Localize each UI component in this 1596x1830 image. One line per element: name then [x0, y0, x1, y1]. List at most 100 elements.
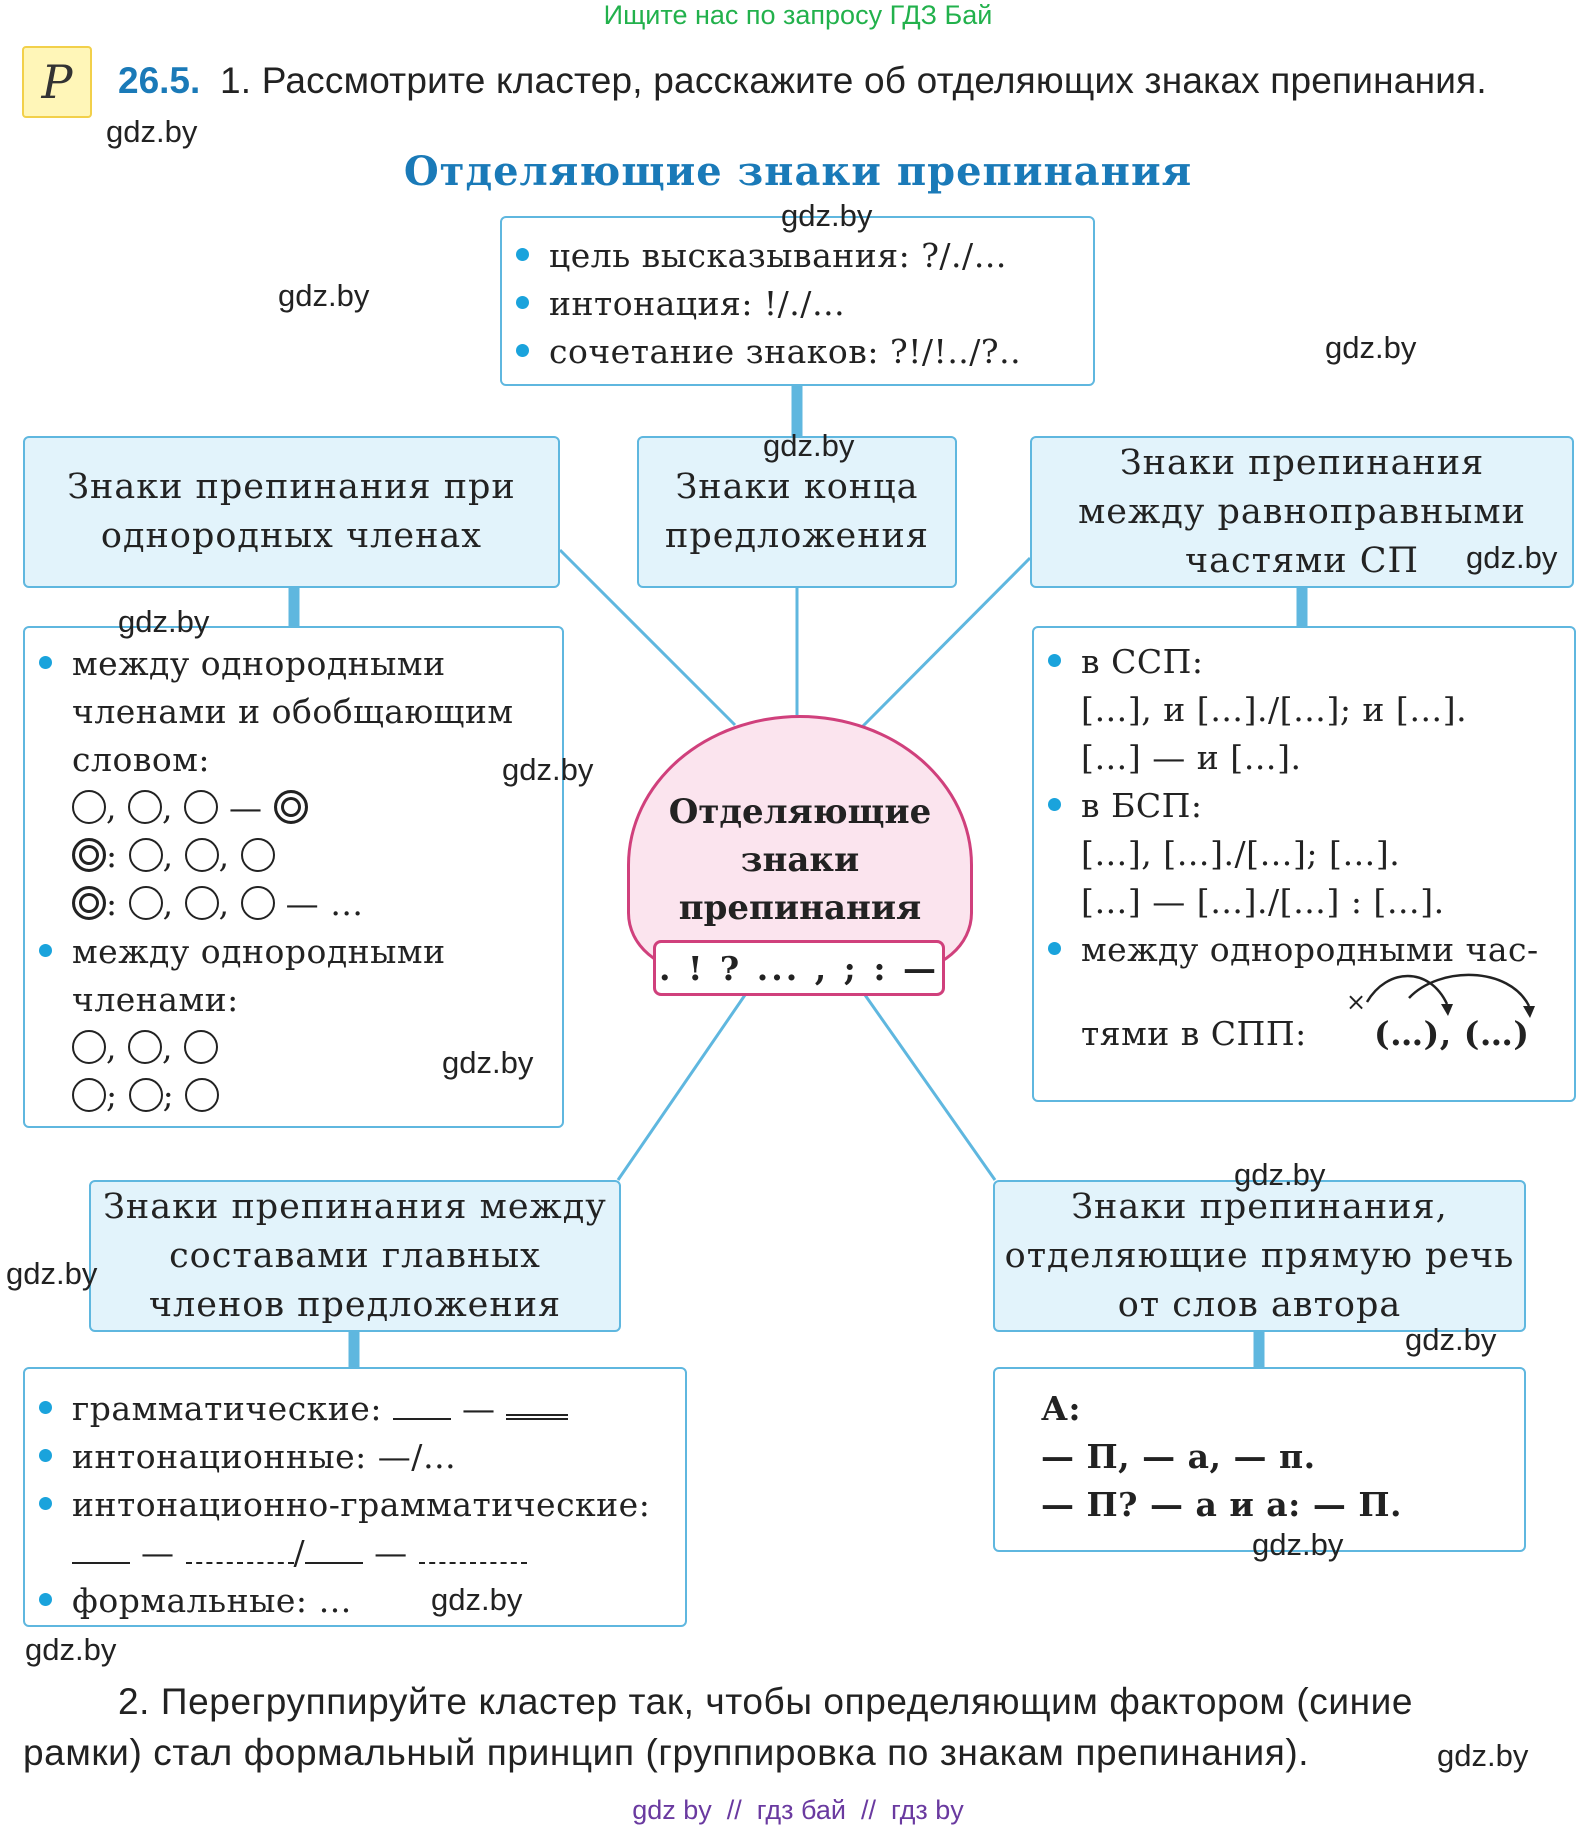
watermark: gdz.by	[763, 428, 855, 463]
bullet-icon	[39, 943, 52, 957]
list-item: формальные: …	[39, 1581, 352, 1620]
homogeneous-details-box: между однородными членами и обобщающим с…	[23, 626, 564, 1128]
bullet-icon	[1048, 653, 1061, 667]
dash-dot-underline	[185, 1562, 294, 1564]
watermark: gdz.by	[1466, 540, 1558, 575]
circle-icon	[128, 838, 163, 872]
rule-icon: P	[22, 46, 92, 118]
task2-line2: рамки) стал формальный принцип (группиро…	[23, 1732, 1310, 1773]
circle-icon	[128, 790, 162, 824]
bullet-icon	[39, 1400, 52, 1414]
subject-underline	[72, 1562, 130, 1564]
line-center-to-homogeneous	[558, 548, 737, 727]
double-circle-icon	[72, 886, 106, 920]
circle-icon	[240, 838, 275, 872]
dash-dot-underline	[418, 1562, 527, 1564]
line-center-to-main-members	[616, 994, 747, 1181]
watermark: gdz.by	[6, 1256, 98, 1291]
main-members-details-box: грамматические: — интонационные: —/… инт…	[23, 1367, 687, 1627]
bullet-icon	[516, 343, 529, 357]
list-item-cont: членами и обобщающим	[72, 692, 514, 731]
scheme-ds-3: — П? — а и а: — П.	[1041, 1485, 1402, 1524]
scheme-ds-2: — П, — а, — п.	[1041, 1437, 1316, 1476]
circle-icon	[128, 1078, 163, 1112]
scheme-int-gram: — / —	[72, 1533, 527, 1572]
bullet-icon	[1048, 797, 1061, 811]
center-title: Отделяющие знаки препинания	[668, 792, 932, 928]
scheme-row-1: , , —	[72, 788, 308, 827]
subject-underline	[392, 1418, 451, 1420]
watermark: gdz.by	[106, 114, 198, 149]
list-item: грамматические: —	[39, 1389, 569, 1428]
scheme-row-4: , ,	[72, 1028, 218, 1067]
scheme-row-5: ; ;	[72, 1076, 220, 1115]
bullet-icon	[516, 247, 529, 261]
task-number: 26.5.	[118, 60, 201, 101]
watermark: gdz.by	[1325, 330, 1417, 365]
circle-icon	[184, 1030, 218, 1064]
circle-icon	[184, 886, 219, 920]
watermark: gdz.by	[1437, 1738, 1529, 1773]
list-item: интонационные: —/…	[39, 1437, 456, 1476]
circle-icon	[185, 1078, 220, 1112]
watermark: gdz.by	[278, 278, 370, 313]
circle-icon	[128, 1030, 162, 1064]
list-item: в БСП:	[1048, 786, 1202, 825]
double-circle-icon	[72, 838, 106, 872]
list-item: цель высказывания: ?/./…	[516, 236, 1007, 275]
center-marks: . ! ? ... , ; : —	[653, 940, 945, 996]
bullet-icon	[39, 1448, 52, 1462]
task-text: 1. Рассмотрите кластер, расскажите об от…	[220, 60, 1487, 101]
list-item: сочетание знаков: ?!/!../?..	[516, 332, 1021, 371]
watermark: gdz.by	[781, 198, 873, 233]
list-item: между однородными	[39, 644, 446, 683]
scheme-ds-1: А:	[1041, 1389, 1082, 1428]
bullet-icon	[39, 1592, 52, 1606]
circle-icon	[184, 838, 219, 872]
subject-underline	[305, 1562, 364, 1564]
scheme-ssp-1: […], и […]./[…]; и […].	[1081, 690, 1468, 729]
center-bubble: Отделяющие знаки препинания	[627, 715, 973, 973]
cross-mark: ×	[1346, 988, 1367, 1016]
watermark: gdz.by	[25, 1632, 117, 1667]
scheme-ssp-2: […] — и […].	[1081, 738, 1302, 777]
watermark: gdz.by	[502, 752, 594, 787]
circle-icon	[184, 790, 218, 824]
task2-line1: 2. Перегруппируйте кластер так, чтобы оп…	[118, 1681, 1414, 1722]
double-circle-icon	[273, 790, 308, 824]
scheme-spp: (…), (…)	[1374, 1014, 1530, 1053]
watermark: gdz.by	[1252, 1527, 1344, 1562]
footer-links[interactable]: gdz by // гдз бай // гдз by	[632, 1795, 964, 1825]
bullet-icon	[1048, 941, 1061, 955]
scheme-bsp-1: […], […]./[…]; […].	[1081, 834, 1401, 873]
list-item: интонация: !/./…	[516, 284, 845, 323]
list-item: интонационно-грамматические:	[39, 1485, 650, 1524]
arrow-arcs-icon	[1365, 973, 1535, 1018]
scheme-row-3: : , , — …	[72, 884, 364, 923]
watermark: gdz.by	[431, 1582, 523, 1617]
watermark: gdz.by	[1234, 1157, 1326, 1192]
list-item-cont: тями в СПП:	[1081, 1014, 1307, 1053]
end-marks-details-box: цель высказывания: ?/./… интонация: !/./…	[500, 216, 1095, 386]
list-item-cont: членами:	[72, 980, 239, 1019]
line-center-to-compound	[860, 556, 1032, 729]
bullet-icon	[39, 655, 52, 669]
predicate-underline	[506, 1414, 569, 1420]
bullet-icon	[516, 295, 529, 309]
direct-speech-details-box: А: — П, — а, — п. — П? — а и а: — П.	[993, 1367, 1526, 1552]
circle-icon	[240, 886, 275, 920]
rule-icon-letter: P	[41, 55, 73, 109]
watermark: gdz.by	[1405, 1322, 1497, 1357]
top-banner[interactable]: Ищите нас по запросу ГДЗ Бай	[603, 0, 993, 30]
circle-icon	[72, 1078, 106, 1112]
bullet-icon	[39, 1496, 52, 1510]
watermark: gdz.by	[442, 1045, 534, 1080]
cluster-title: Отделяющие знаки препинания	[403, 148, 1193, 195]
line-center-to-direct-speech	[863, 994, 997, 1181]
circle-icon	[72, 1030, 106, 1064]
